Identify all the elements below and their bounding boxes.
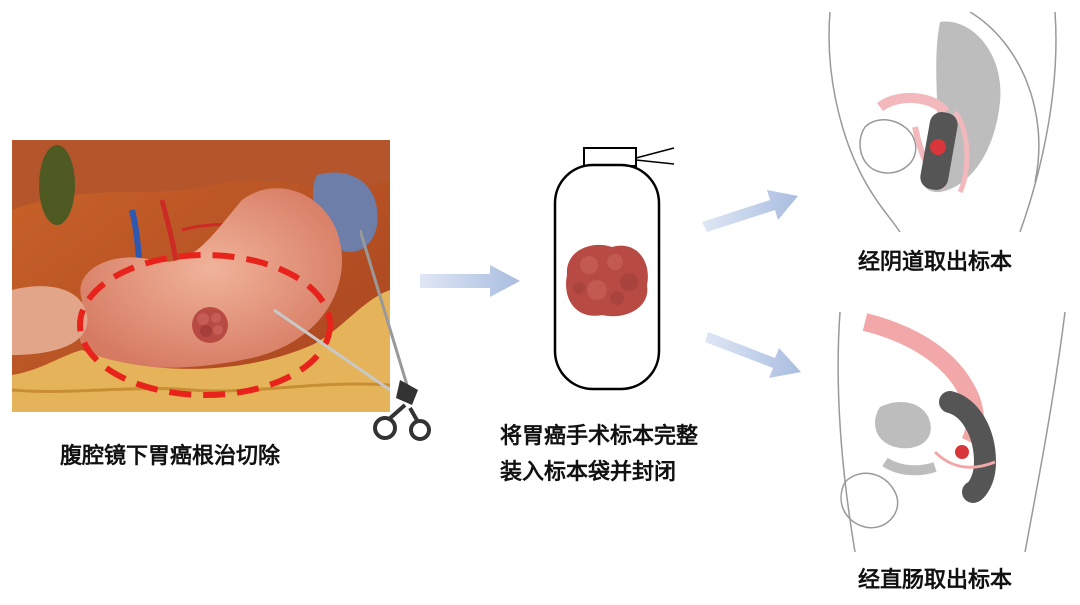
step2-caption-line1: 将胃癌手术标本完整 — [500, 424, 699, 449]
step2-caption-line2: 装入标本袋并封闭 — [500, 460, 677, 485]
specimen-bag-illustration — [552, 140, 682, 395]
arrow-up-right-icon — [700, 182, 800, 232]
arrow-down-right-icon — [703, 330, 803, 385]
arrow-right-icon — [420, 265, 520, 297]
rectal-route-illustration — [825, 312, 1070, 552]
vaginal-route-caption: 经阴道取出标本 — [858, 250, 1013, 275]
stomach-illustration — [12, 140, 390, 412]
vaginal-route-illustration — [820, 12, 1065, 232]
rectal-route-caption: 经直肠取出标本 — [858, 568, 1013, 593]
step1-caption: 腹腔镜下胃癌根治切除 — [60, 444, 281, 469]
grasper-icon — [360, 230, 435, 445]
